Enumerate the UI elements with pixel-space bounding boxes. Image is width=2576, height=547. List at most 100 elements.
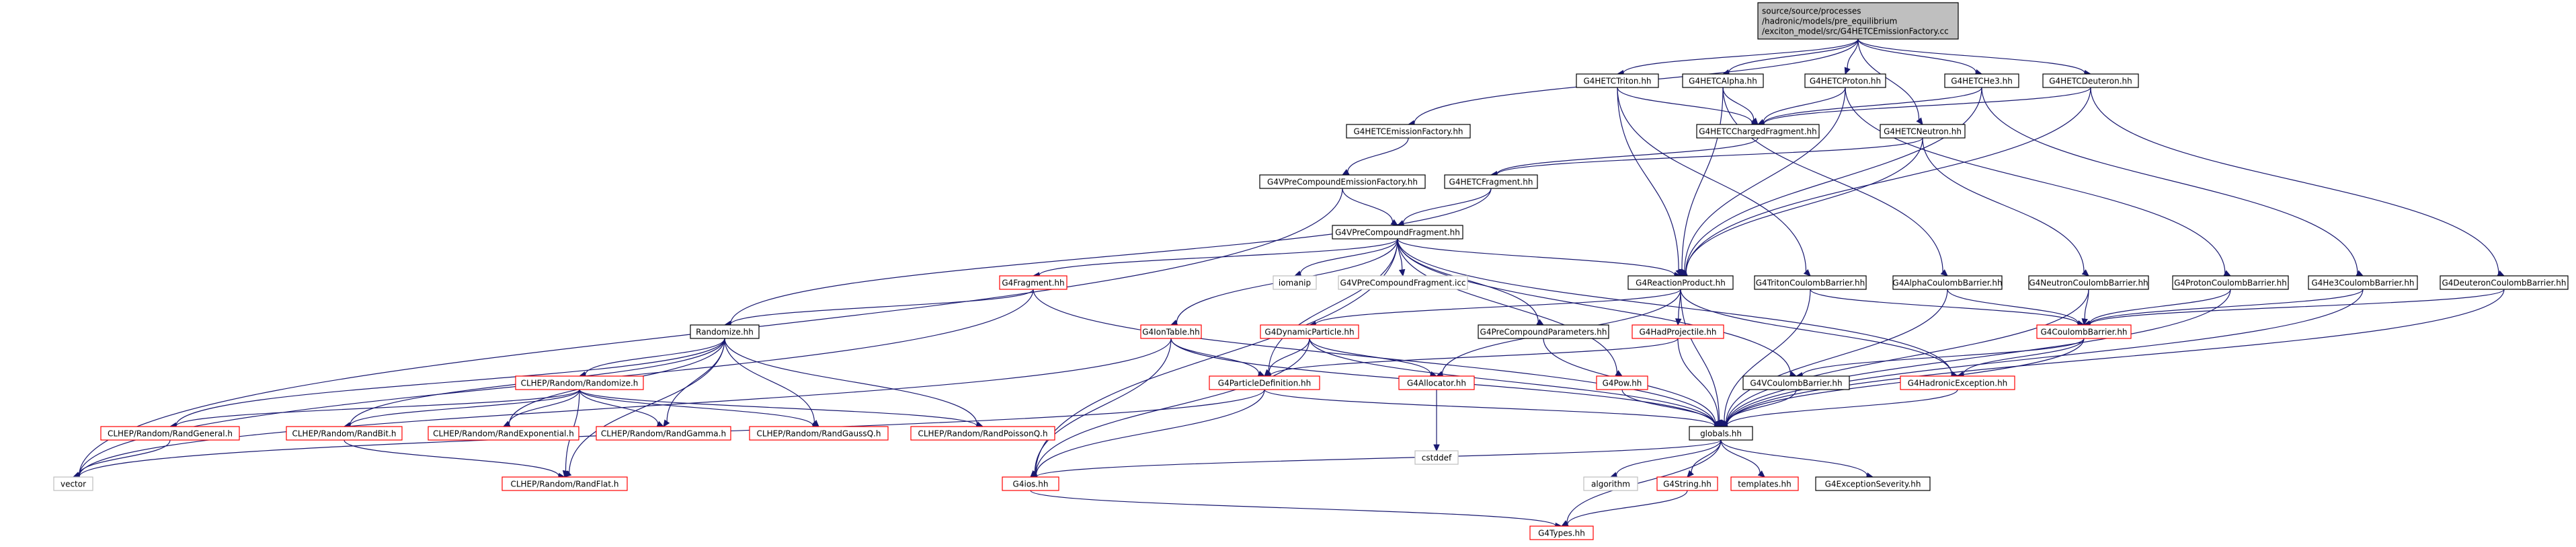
node-g4-exception-severity[interactable]: G4ExceptionSeverity.hh: [1815, 476, 1931, 491]
node-label: G4HETCHe3.hh: [1951, 77, 2013, 86]
node-g4-coulomb-barrier[interactable]: G4CoulombBarrier.hh: [2036, 324, 2132, 339]
node-g4-string[interactable]: G4String.hh: [1656, 476, 1718, 491]
node-root[interactable]: source/source/processes/hadronic/models/…: [1757, 2, 1959, 40]
node-rand-general[interactable]: CLHEP/Random/RandGeneral.h: [100, 426, 240, 441]
node-label: G4HadronicException.hh: [1908, 379, 2008, 388]
node-rand-gauss-q[interactable]: CLHEP/Random/RandGaussQ.h: [749, 426, 889, 441]
node-g4-hetccharged-fragment[interactable]: G4HETCChargedFragment.hh: [1696, 124, 1820, 139]
edge-line: [1299, 238, 1398, 275]
node-g4-hetcdeuteron[interactable]: G4HETCDeuteron.hh: [2042, 73, 2139, 88]
node-g4-hetcneutron[interactable]: G4HETCNeutron.hh: [1880, 124, 1966, 139]
node-g4-hetctriton[interactable]: G4HETCTriton.hh: [1576, 73, 1659, 88]
node-box: [1583, 476, 1638, 491]
node-g4-hetcemission-factory[interactable]: G4HETCEmissionFactory.hh: [1346, 124, 1471, 139]
edge-line: [1035, 389, 1265, 475]
node-label: G4NeutronCoulombBarrier.hh: [2029, 279, 2148, 288]
arrowhead: [1615, 369, 1623, 377]
node-rand-flat[interactable]: CLHEP/Random/RandFlat.h: [501, 476, 628, 491]
edge-line: [1963, 338, 2085, 375]
node-g4-proton-coulomb-barrier[interactable]: G4ProtonCoulombBarrier.hh: [2172, 275, 2289, 290]
node-g4ios[interactable]: G4ios.hh: [1002, 476, 1059, 491]
edge-line: [1347, 137, 1409, 172]
edge-line: [2089, 289, 2505, 325]
node-g4-hetcalpha[interactable]: G4HETCAlpha.hh: [1682, 73, 1764, 88]
node-box: [1596, 375, 1648, 390]
node-g4-vcoulomb-barrier[interactable]: G4VCoulombBarrier.hh: [1742, 375, 1850, 390]
node-label: G4Fragment.hh: [1002, 279, 1064, 288]
node-rand-bit[interactable]: CLHEP/Random/RandBit.h: [286, 426, 403, 441]
node-g4-alpha-coulomb-barrier[interactable]: G4AlphaCoulombBarrier.hh: [1892, 275, 2003, 290]
node-g4-ion-table[interactable]: G4IonTable.hh: [1140, 324, 1202, 339]
edge-line: [1726, 289, 1948, 424]
edge-line: [1922, 137, 2085, 272]
node-box: [1346, 124, 1471, 139]
arrowhead: [1803, 268, 1811, 277]
edge-line: [1402, 188, 1492, 223]
node-g4-types[interactable]: G4Types.hh: [1529, 525, 1594, 540]
node-g4-pre-compound-parameters[interactable]: G4PreCompoundParameters.hh: [1478, 324, 1609, 339]
node-g4-fragment[interactable]: G4Fragment.hh: [999, 275, 1068, 290]
arrowhead: [663, 419, 670, 428]
node-g4-hetche3[interactable]: G4HETCHe3.hh: [1944, 73, 2019, 88]
node-g4-hetcfragment[interactable]: G4HETCFragment.hh: [1444, 174, 1538, 189]
node-g4-reaction-product[interactable]: G4ReactionProduct.hh: [1627, 275, 1734, 290]
arrowhead: [1751, 117, 1759, 125]
edge-line: [724, 338, 978, 425]
edge-line: [1309, 338, 1431, 375]
node-g4-deuteron-coulomb-barrier[interactable]: G4DeuteronCoulombBarrier.hh: [2440, 275, 2569, 290]
node-box: [1696, 124, 1820, 139]
node-g4-particle-definition[interactable]: G4ParticleDefinition.hh: [1209, 375, 1320, 390]
node-box: [1209, 375, 1320, 390]
node-rand-gamma[interactable]: CLHEP/Random/RandGamma.h: [596, 426, 731, 441]
node-box: [910, 426, 1055, 441]
edge-line: [1720, 439, 1761, 474]
node-g4-hadronic-exception[interactable]: G4HadronicException.hh: [1900, 375, 2015, 390]
node-g4-allocator[interactable]: G4Allocator.hh: [1398, 375, 1475, 390]
node-label: G4ProtonCoulombBarrier.hh: [2174, 279, 2287, 288]
node-cstddef: cstddef: [1414, 450, 1459, 465]
node-label: Randomize.hh: [696, 328, 754, 337]
arrowhead: [1757, 470, 1765, 478]
node-templates[interactable]: templates.hh: [1730, 476, 1799, 491]
edge-line: [1034, 338, 1172, 473]
edge-line: [1847, 38, 1859, 69]
node-label: templates.hh: [1738, 480, 1791, 489]
node-g4-vpre-compound-fragment[interactable]: G4VPreCompoundFragment.hh: [1332, 225, 1463, 240]
node-box: [596, 426, 731, 441]
node-rand-exponential[interactable]: CLHEP/Random/RandExponential.h: [428, 426, 579, 441]
edge-line: [1726, 389, 1958, 426]
edge-line: [1810, 289, 2079, 325]
node-g4-he3-coulomb-barrier[interactable]: G4He3CoulombBarrier.hh: [2308, 275, 2418, 290]
node-box: [1529, 525, 1594, 540]
node-g4-hetcproton[interactable]: G4HETCProton.hh: [1804, 73, 1886, 88]
edge-line: [1264, 389, 1716, 427]
node-box: [100, 426, 240, 441]
node-label: G4He3CoulombBarrier.hh: [2311, 279, 2414, 288]
node-label: globals.hh: [1700, 429, 1742, 439]
node-g4-had-projectile[interactable]: G4HadProjectile.hh: [1632, 324, 1724, 339]
node-g4-vpre-compound-emission-factory[interactable]: G4VPreCompoundEmissionFactory.hh: [1259, 174, 1426, 189]
edge-g4-hetctriton-to-g4-triton-coulomb-barrier: [1617, 87, 1811, 277]
node-rand-poisson-q[interactable]: CLHEP/Random/RandPoissonQ.h: [910, 426, 1055, 441]
edge-line: [1036, 439, 1722, 478]
edge-globals-to-templates: [1720, 439, 1765, 478]
node-globals[interactable]: globals.hh: [1689, 426, 1753, 441]
node-clheprandomize[interactable]: CLHEP/Random/Randomize.h: [515, 375, 644, 390]
edge-line: [1615, 439, 1722, 476]
node-g4-dynamic-particle[interactable]: G4DynamicParticle.hh: [1260, 324, 1359, 339]
edge-line: [1726, 289, 2505, 426]
node-label: G4HETCFragment.hh: [1449, 178, 1533, 187]
node-label: G4VPreCompoundFragment.hh: [1335, 228, 1460, 238]
node-g4-pow[interactable]: G4Pow.hh: [1596, 375, 1648, 390]
edge-line: [1035, 338, 1310, 475]
node-g4-triton-coulomb-barrier[interactable]: G4TritonCoulombBarrier.hh: [1754, 275, 1867, 290]
edge-line: [1030, 490, 1556, 526]
node-label: G4Allocator.hh: [1407, 379, 1466, 388]
node-label: G4HadProjectile.hh: [1639, 328, 1716, 337]
node-randomize[interactable]: Randomize.hh: [690, 324, 760, 339]
node-label: CLHEP/Random/Randomize.h: [521, 379, 639, 388]
edge-line: [1857, 38, 2085, 73]
node-box: [2308, 275, 2418, 290]
node-g4-neutron-coulomb-barrier[interactable]: G4NeutronCoulombBarrier.hh: [2028, 275, 2149, 290]
node-box: [2036, 324, 2132, 339]
